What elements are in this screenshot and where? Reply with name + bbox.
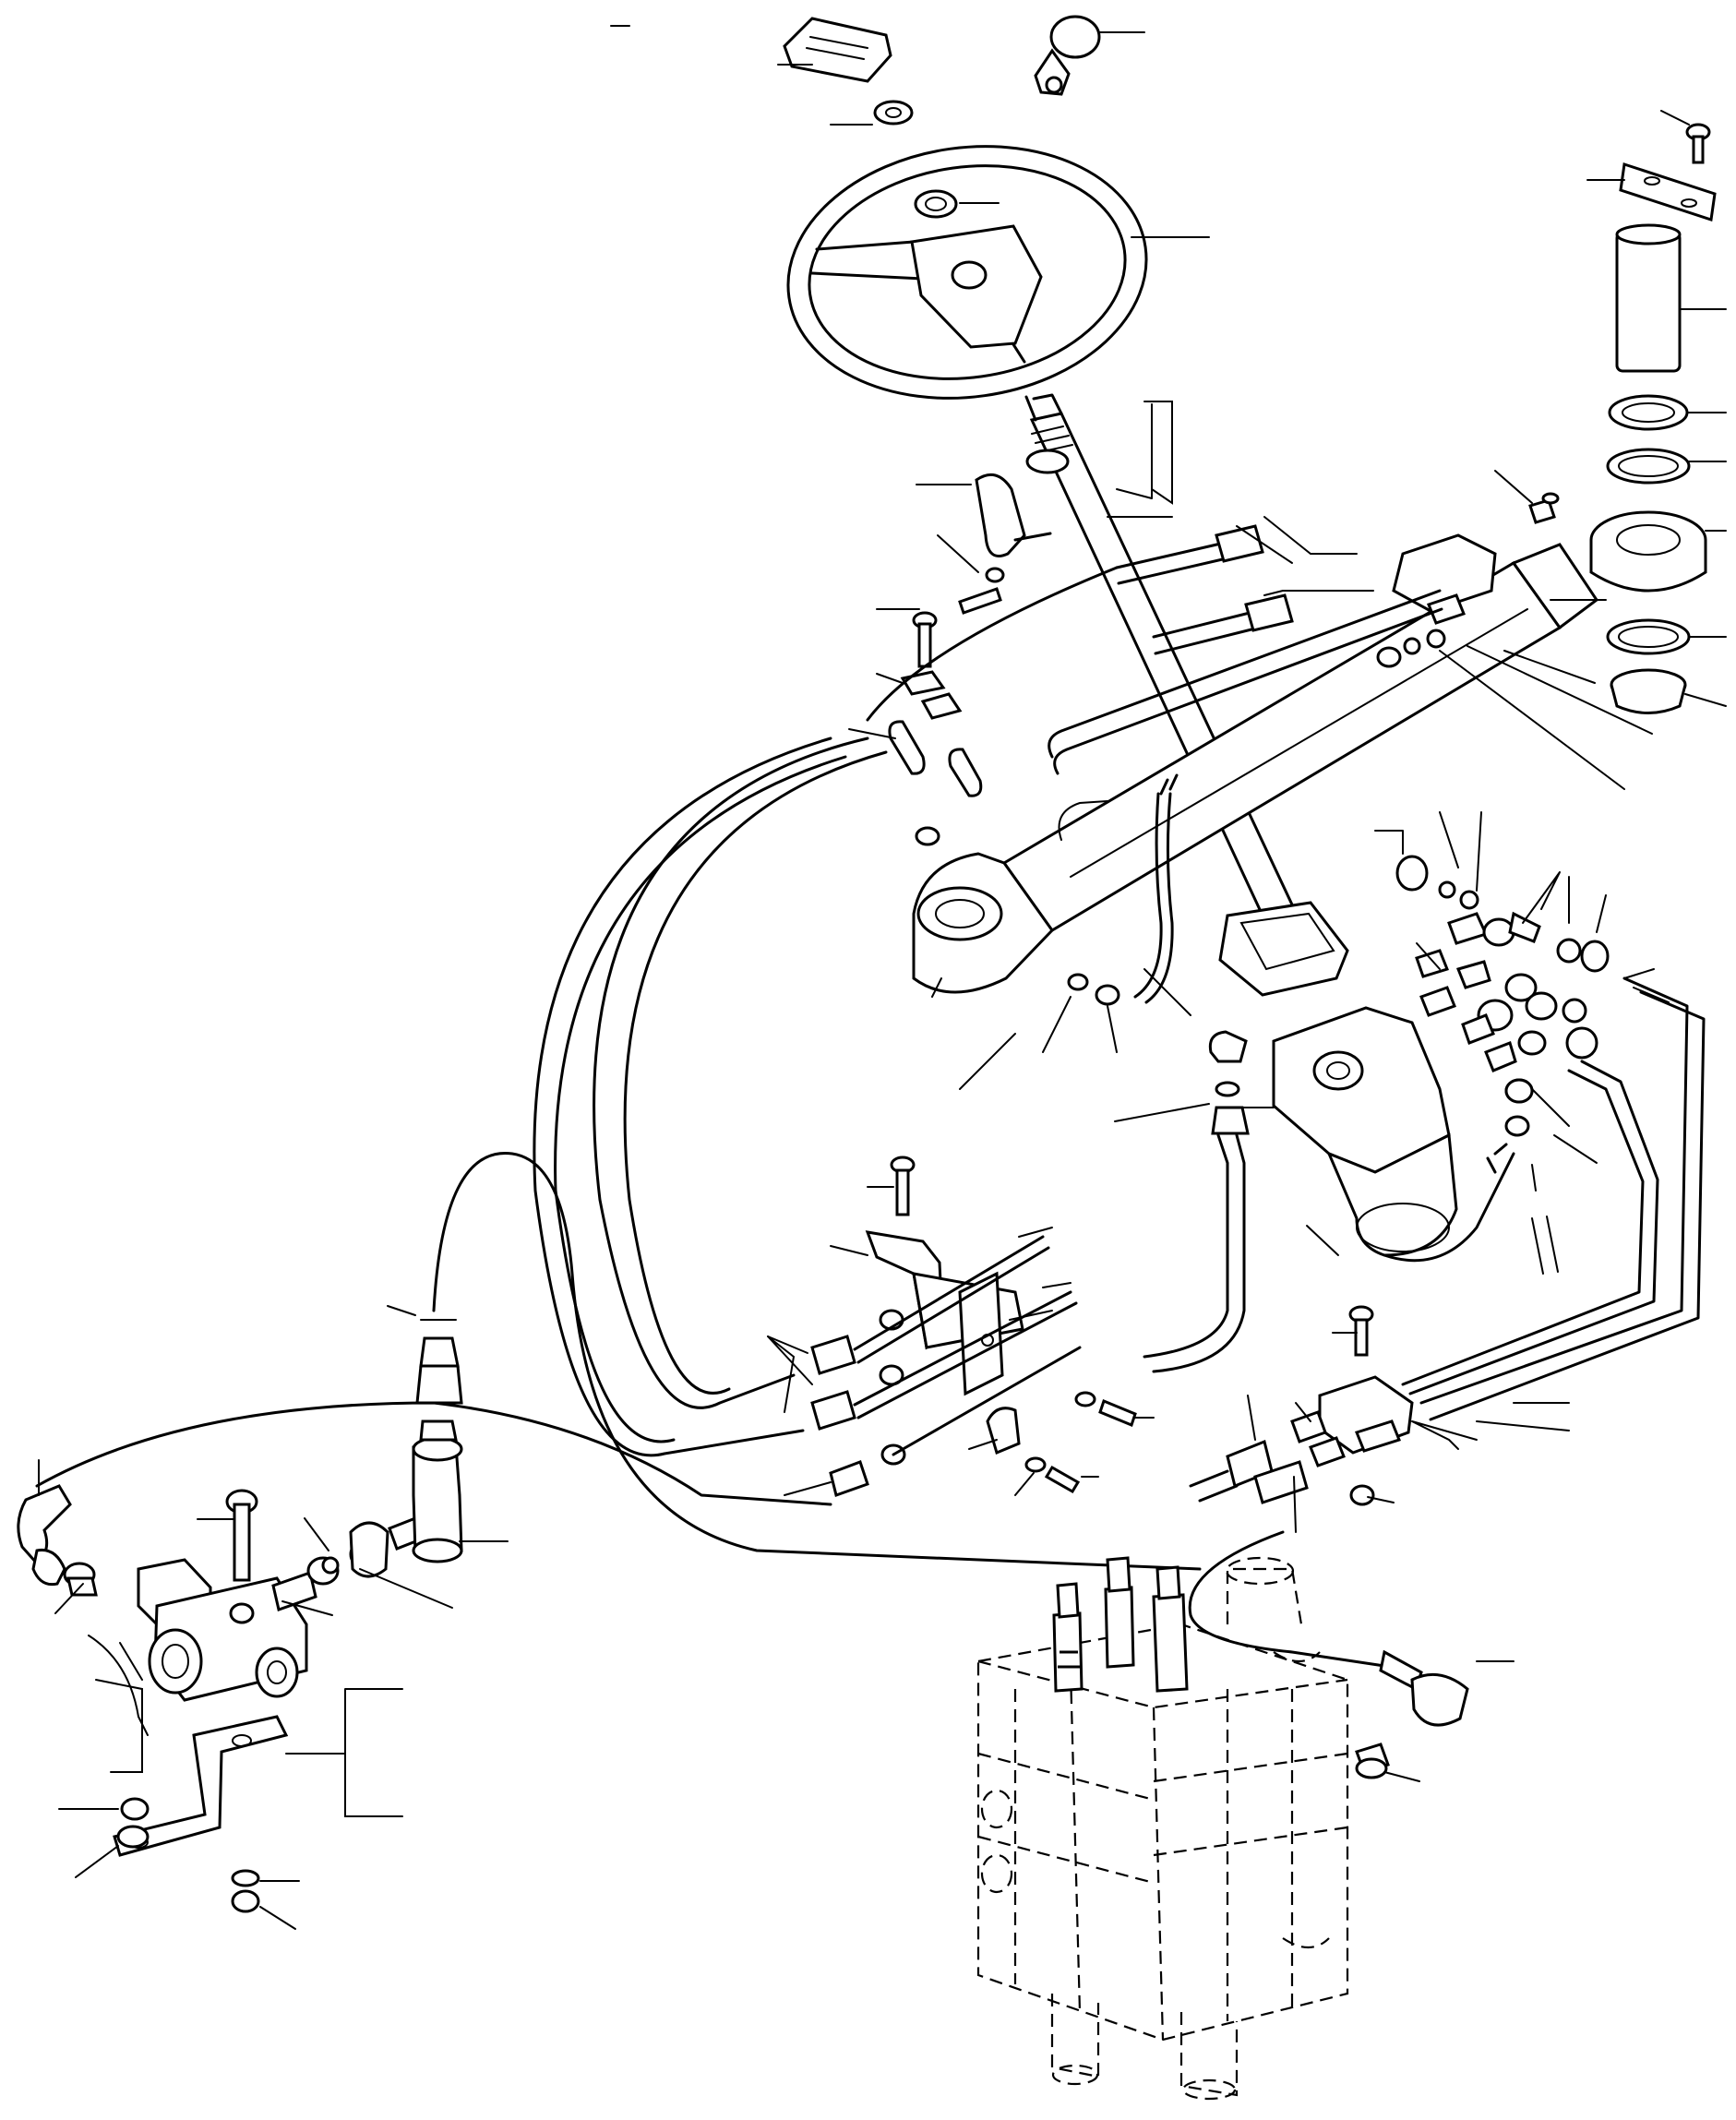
horn-button-knob	[1034, 15, 1101, 96]
column-mounting-flange	[1218, 901, 1349, 997]
steering-wheel	[786, 145, 1148, 400]
right-clamp-block	[1290, 1375, 1414, 1506]
clip-screw	[958, 567, 1005, 615]
washer-bolt-mid	[1024, 1391, 1137, 1494]
hose-clamp	[888, 692, 983, 846]
bushing-ring-2	[1606, 448, 1691, 485]
steering-valve-unit	[1272, 1006, 1515, 1263]
bushing-cup	[1610, 668, 1687, 714]
square-washer-plate	[900, 670, 946, 696]
cylinder-port-fittings	[1376, 593, 1466, 668]
right-hose-fittings	[1189, 1439, 1309, 1504]
long-pressure-hose	[35, 1151, 1202, 1571]
steering-wheel-washer	[914, 189, 958, 219]
control-valve-adapter	[1355, 1743, 1390, 1779]
valve-spools	[1052, 1556, 1189, 1693]
hose-to-control-valve	[1188, 1530, 1469, 1727]
pin-lock-bolt	[1685, 123, 1711, 164]
valve-bolt-long	[225, 1489, 258, 1582]
cylinder-eye-bushing	[1589, 510, 1707, 593]
left-hose-elbow	[17, 1484, 72, 1587]
relief-valve-body	[137, 1558, 308, 1702]
hydraulic-hose-upper-2	[1152, 593, 1294, 655]
union-nut	[349, 1521, 389, 1578]
bushing-ring-1	[1608, 394, 1689, 431]
left-adapter-fitting	[63, 1562, 98, 1597]
valve-fitting-cluster	[1395, 855, 1610, 1137]
small-clip	[986, 1407, 1021, 1455]
cylinder-tube	[1048, 589, 1443, 1006]
bushing-ring-3	[1606, 618, 1691, 655]
pin-lock-plate	[1619, 162, 1717, 222]
bolt-mid	[890, 1156, 916, 1216]
steering-wheel-nut	[873, 100, 914, 126]
column-bracket-clip	[975, 473, 1052, 557]
pivot-pin	[1615, 223, 1682, 373]
grease-fitting	[1528, 492, 1560, 524]
tee-fitting	[388, 1419, 463, 1563]
bracket-fasteners	[116, 1797, 260, 1913]
cylinder-rod-end-block	[1392, 533, 1497, 613]
hose-support-clamp	[958, 1271, 1004, 1396]
hose-end-fitting-lower	[829, 1346, 1082, 1497]
main-control-valve	[976, 1556, 1349, 2101]
bolt-upper	[912, 611, 938, 668]
elbow-fitting-valve-port	[1208, 1030, 1250, 1135]
main-return-hose	[533, 737, 888, 1457]
swivel-hose-end	[415, 1319, 463, 1405]
bolt-right	[1348, 1305, 1374, 1357]
leader-lines	[38, 25, 1727, 1930]
hose-end-fittings-mid	[810, 1235, 1078, 1466]
tee-fitting-line	[1143, 1133, 1246, 1373]
horn-cover-plate	[783, 17, 892, 83]
right-tubes	[1401, 976, 1706, 1421]
